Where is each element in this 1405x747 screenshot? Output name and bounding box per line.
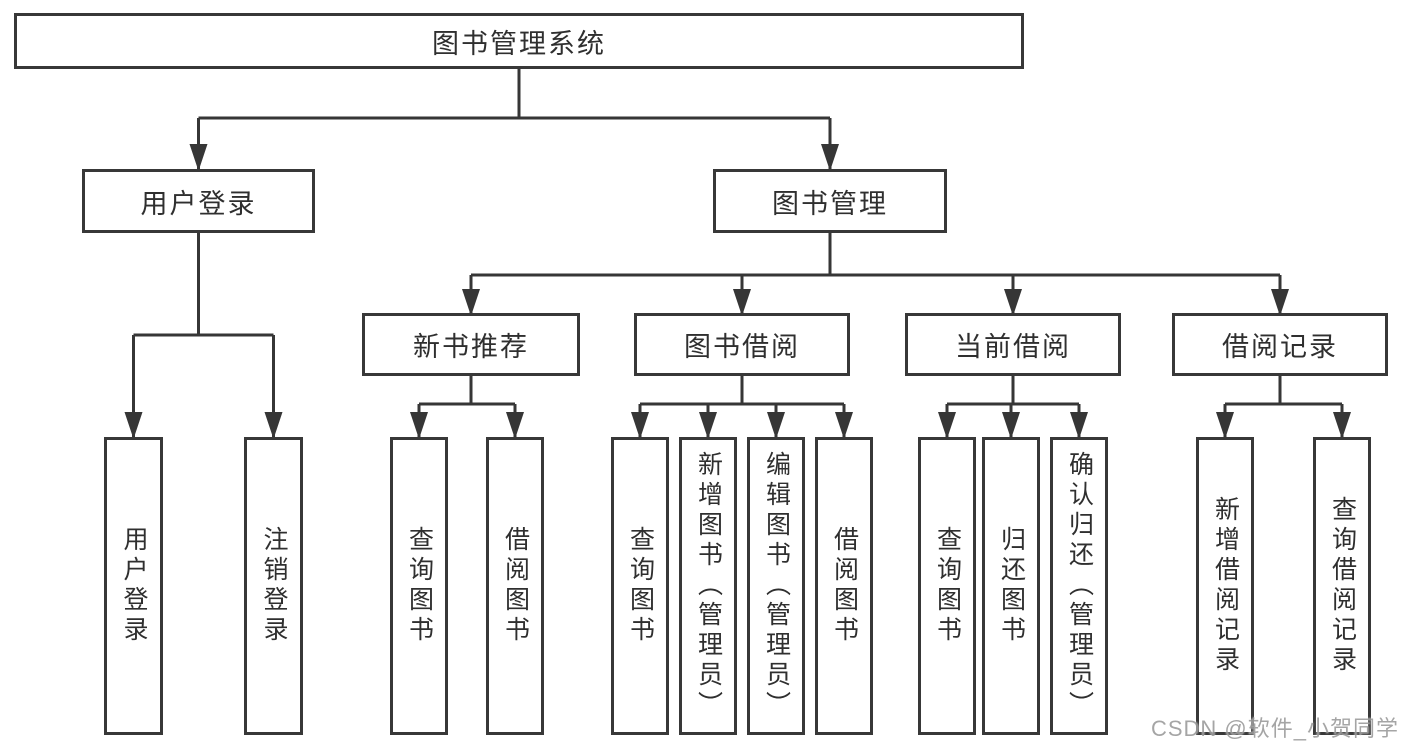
leaf-borrow-edit-books-admin: 编辑图书（管理员） (747, 437, 805, 735)
node-new-book-recommend: 新书推荐 (362, 313, 580, 376)
leaf-recommend-query-books: 查询图书 (390, 437, 448, 735)
node-borrow-records: 借阅记录 (1172, 313, 1388, 376)
leaf-borrow-query-books: 查询图书 (611, 437, 669, 735)
leaf-user-login: 用户登录 (104, 437, 163, 735)
connector-paths (132, 69, 1344, 437)
node-book-management: 图书管理 (713, 169, 947, 233)
leaf-borrow-borrow-books: 借阅图书 (815, 437, 873, 735)
leaf-current-confirm-return-admin: 确认归还（管理员） (1050, 437, 1108, 735)
node-current-borrow: 当前借阅 (905, 313, 1121, 376)
node-book-borrow: 图书借阅 (634, 313, 850, 376)
leaf-records-query-record: 查询借阅记录 (1313, 437, 1371, 735)
node-user-login: 用户登录 (82, 169, 315, 233)
leaf-borrow-add-books-admin: 新增图书（管理员） (679, 437, 737, 735)
leaf-recommend-borrow-books: 借阅图书 (486, 437, 544, 735)
watermark: CSDN @软件_小贺同学 (1150, 716, 1399, 741)
leaf-current-return-books: 归还图书 (982, 437, 1040, 735)
arrowheads (124, 144, 1351, 439)
leaf-records-add-record: 新增借阅记录 (1196, 437, 1254, 735)
leaf-logout: 注销登录 (244, 437, 303, 735)
leaf-current-query-books: 查询图书 (918, 437, 976, 735)
node-library-system: 图书管理系统 (14, 13, 1024, 69)
